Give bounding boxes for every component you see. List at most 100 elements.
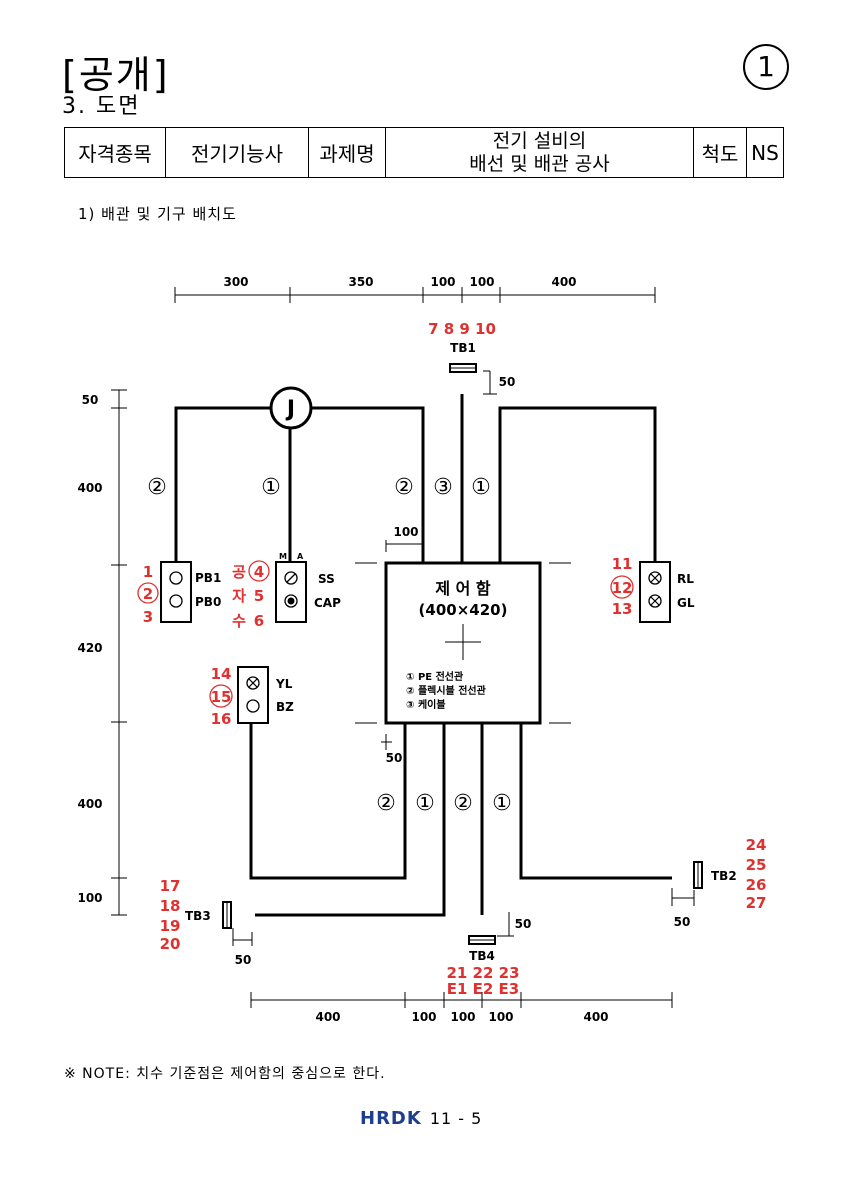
ss-number-6: 6 bbox=[254, 612, 264, 630]
yl-label: YL bbox=[275, 677, 293, 691]
rl-number-11: 11 bbox=[612, 555, 633, 573]
left-dim-3: 420 bbox=[77, 641, 102, 655]
conduit-mark-2: ① bbox=[261, 475, 281, 500]
tb2-number-25: 25 bbox=[746, 856, 767, 874]
top-dim-3: 100 bbox=[430, 275, 455, 289]
pb-number-2-circle bbox=[137, 582, 159, 604]
bottom-dim-2: 100 bbox=[411, 1010, 436, 1024]
label-scale: 척도 bbox=[693, 127, 747, 178]
bz-label: BZ bbox=[276, 700, 294, 714]
label-task: 과제명 bbox=[308, 127, 386, 178]
pb-number-1: 1 bbox=[143, 563, 153, 581]
label-qualification: 자격종목 bbox=[64, 127, 166, 178]
rl-number-13: 13 bbox=[612, 600, 633, 618]
bottom-dim-5: 400 bbox=[583, 1010, 608, 1024]
yl-number-15: 15 bbox=[211, 688, 232, 706]
sheet-number: 1 bbox=[743, 44, 789, 90]
left-dim-4: 400 bbox=[77, 797, 102, 811]
pb1-label: PB1 bbox=[195, 571, 221, 585]
legend-3: ③ 케이블 bbox=[406, 698, 446, 711]
task-value: 전기 설비의 배선 및 배관 공사 bbox=[385, 127, 694, 178]
scale-value: NS bbox=[746, 127, 784, 178]
conduit-mark-4: ③ bbox=[433, 475, 453, 500]
conduit-mark-1: ② bbox=[147, 475, 167, 500]
tb1-numbers: 7 8 9 10 bbox=[428, 320, 496, 338]
tb2-number-24: 24 bbox=[746, 836, 767, 854]
ss-number-5: 5 bbox=[254, 587, 264, 605]
tb4-label: TB4 bbox=[469, 949, 495, 963]
dimension-note: ※ NOTE: 치수 기준점은 제어함의 중심으로 한다. bbox=[64, 1066, 386, 1082]
ss-prefix-2: 자 bbox=[232, 587, 246, 605]
ctrl-top-offset: 100 bbox=[393, 525, 418, 539]
page-number: 11 - 5 bbox=[429, 1109, 483, 1128]
qualification-value: 전기기능사 bbox=[165, 127, 309, 178]
tb4-offset: 50 bbox=[515, 917, 532, 931]
tb4-numbers-row2: E1 E2 E3 bbox=[447, 980, 520, 998]
bottom-dim-4: 100 bbox=[488, 1010, 513, 1024]
rl-number-12: 12 bbox=[612, 579, 633, 597]
ss-label: SS bbox=[318, 572, 335, 586]
switch-mark-a: A bbox=[297, 552, 304, 561]
bottom-dim-1: 400 bbox=[315, 1010, 340, 1024]
ss-prefix-3: 수 bbox=[232, 612, 246, 630]
legend-2: ② 플렉시블 전선관 bbox=[406, 684, 487, 697]
pb-number-3: 3 bbox=[143, 608, 153, 626]
conduit-mark-5: ① bbox=[471, 475, 491, 500]
gl-label: GL bbox=[677, 596, 695, 610]
ss-prefix-1: 공 bbox=[232, 563, 246, 581]
task-line2: 배선 및 배관 공사 bbox=[469, 152, 610, 175]
left-dim-1: 50 bbox=[82, 393, 99, 407]
top-dim-4: 100 bbox=[469, 275, 494, 289]
tb2-number-27: 27 bbox=[746, 894, 767, 912]
ctrl-bottom-offset: 50 bbox=[386, 751, 403, 765]
tb1-label: TB1 bbox=[450, 341, 476, 355]
left-dimension bbox=[111, 389, 127, 916]
pb0-label: PB0 bbox=[195, 595, 221, 609]
rl-number-12-circle bbox=[610, 575, 634, 599]
footer: HRDK 11 - 5 bbox=[360, 1108, 482, 1129]
bottom-dimension bbox=[250, 992, 673, 1008]
tb3-label: TB3 bbox=[185, 909, 211, 923]
task-line1: 전기 설비의 bbox=[492, 129, 587, 152]
left-dim-5: 100 bbox=[77, 891, 102, 905]
control-box-title: 제 어 함 bbox=[435, 579, 491, 598]
top-dimension bbox=[174, 287, 656, 303]
conduit-mark-3: ② bbox=[394, 475, 414, 500]
junction-label: J bbox=[285, 397, 295, 422]
top-dim-5: 400 bbox=[551, 275, 576, 289]
conduit-mark-9: ① bbox=[492, 791, 512, 816]
control-box bbox=[355, 561, 571, 725]
pb-number-2: 2 bbox=[143, 585, 153, 603]
tb3-number-18: 18 bbox=[160, 897, 181, 915]
top-dim-2: 350 bbox=[348, 275, 373, 289]
info-table: 자격종목 전기기능사 과제명 전기 설비의 배선 및 배관 공사 척도 NS bbox=[64, 127, 784, 178]
rl-label: RL bbox=[677, 572, 694, 586]
conduit-mark-6: ② bbox=[376, 791, 396, 816]
tb2-offset: 50 bbox=[674, 915, 691, 929]
switch-mark-m: M bbox=[279, 552, 287, 561]
junction-box bbox=[269, 386, 313, 430]
ss-box bbox=[275, 561, 307, 623]
legend-1: ① PE 전선관 bbox=[406, 670, 464, 683]
top-dim-1: 300 bbox=[223, 275, 248, 289]
tb4-numbers-row1: 21 22 23 bbox=[446, 964, 519, 982]
tb2-number-26: 26 bbox=[746, 876, 767, 894]
tb1-offset: 50 bbox=[499, 375, 516, 389]
yl-box bbox=[237, 666, 269, 724]
yl-number-14: 14 bbox=[211, 665, 232, 683]
hrdk-logo: HRDK bbox=[360, 1108, 422, 1129]
page-title: [공개] bbox=[62, 53, 170, 97]
small-dimensions bbox=[232, 370, 695, 946]
yl-number-16: 16 bbox=[211, 710, 232, 728]
control-box-size: (400×420) bbox=[419, 601, 508, 619]
tb3-number-19: 19 bbox=[160, 917, 181, 935]
yl-number-15-circle bbox=[209, 684, 233, 708]
bottom-dim-3: 100 bbox=[450, 1010, 475, 1024]
ss-number-4: 4 bbox=[254, 563, 264, 581]
cap-label: CAP bbox=[314, 596, 341, 610]
rl-box bbox=[639, 561, 671, 623]
ss-number-4-circle bbox=[248, 560, 270, 582]
left-dim-2: 400 bbox=[77, 481, 102, 495]
tb3-number-20: 20 bbox=[160, 935, 181, 953]
